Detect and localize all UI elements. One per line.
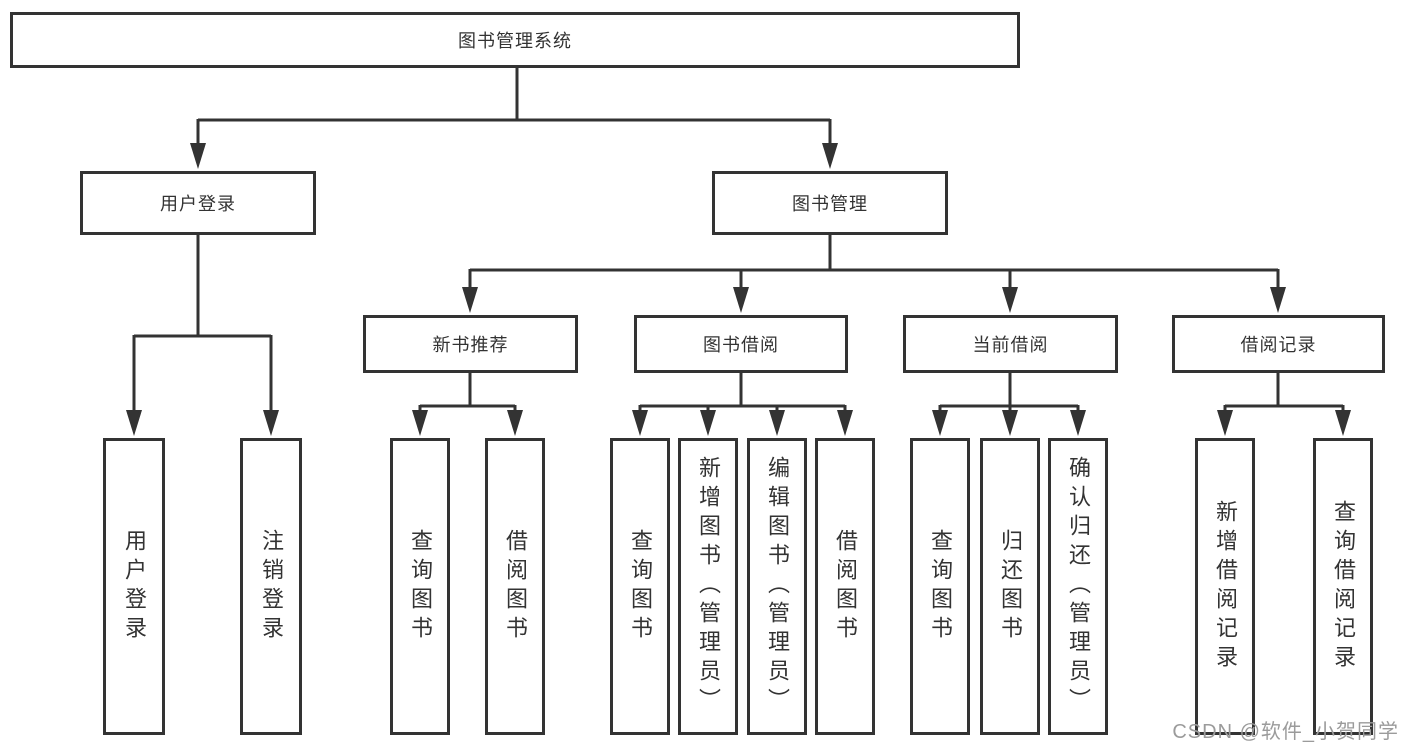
leaf-user-login-label: 用户登录 bbox=[122, 528, 147, 645]
leaf-borrow-books: 借阅图书 bbox=[815, 438, 875, 735]
leaf-edit-book-admin: 编辑图书（管理员） bbox=[747, 438, 807, 735]
node-user-login: 用户登录 bbox=[80, 171, 316, 235]
arrowhead-icons bbox=[126, 143, 1351, 436]
node-borrowing-records-label: 借阅记录 bbox=[1240, 335, 1317, 355]
leaf-borrow-books-recommend-label: 借阅图书 bbox=[503, 528, 528, 645]
leaf-query-books-recommend-label: 查询图书 bbox=[408, 528, 433, 645]
leaf-add-borrow-record: 新增借阅记录 bbox=[1195, 438, 1255, 735]
leaf-add-borrow-record-label: 新增借阅记录 bbox=[1213, 499, 1238, 674]
leaf-query-books-borrow: 查询图书 bbox=[610, 438, 670, 735]
node-library-management-system: 图书管理系统 bbox=[10, 12, 1020, 68]
leaf-query-books-current: 查询图书 bbox=[910, 438, 970, 735]
leaf-logout-label: 注销登录 bbox=[259, 528, 284, 645]
node-borrowing-records: 借阅记录 bbox=[1172, 315, 1385, 373]
csdn-watermark: CSDN @软件_小贺同学 bbox=[1172, 721, 1399, 743]
leaf-return-book: 归还图书 bbox=[980, 438, 1040, 735]
leaf-confirm-return-admin-label: 确认归还（管理员） bbox=[1066, 456, 1091, 717]
node-book-borrowing-label: 图书借阅 bbox=[703, 335, 779, 355]
leaf-add-book-admin: 新增图书（管理员） bbox=[678, 438, 738, 735]
leaf-return-book-label: 归还图书 bbox=[998, 528, 1023, 645]
leaf-borrow-books-recommend: 借阅图书 bbox=[485, 438, 545, 735]
leaf-add-book-admin-label: 新增图书（管理员） bbox=[696, 456, 721, 717]
leaf-edit-book-admin-label: 编辑图书（管理员） bbox=[765, 456, 790, 717]
leaf-borrow-books-label: 借阅图书 bbox=[833, 528, 858, 645]
leaf-query-books-current-label: 查询图书 bbox=[928, 528, 953, 645]
leaf-query-books-borrow-label: 查询图书 bbox=[628, 528, 653, 645]
leaf-query-borrow-record-label: 查询借阅记录 bbox=[1331, 499, 1356, 674]
node-new-book-recommend: 新书推荐 bbox=[363, 315, 578, 373]
leaf-user-login: 用户登录 bbox=[103, 438, 165, 735]
node-current-borrowing: 当前借阅 bbox=[903, 315, 1118, 373]
node-book-management: 图书管理 bbox=[712, 171, 948, 235]
node-current-borrowing-label: 当前借阅 bbox=[972, 335, 1049, 355]
leaf-confirm-return-admin: 确认归还（管理员） bbox=[1048, 438, 1108, 735]
leaf-query-books-recommend: 查询图书 bbox=[390, 438, 450, 735]
node-book-management-label: 图书管理 bbox=[792, 194, 868, 214]
leaf-query-borrow-record: 查询借阅记录 bbox=[1313, 438, 1373, 735]
node-library-management-system-label: 图书管理系统 bbox=[458, 31, 572, 51]
node-book-borrowing: 图书借阅 bbox=[634, 315, 848, 373]
leaf-logout: 注销登录 bbox=[240, 438, 302, 735]
node-user-login-label: 用户登录 bbox=[160, 194, 236, 214]
node-new-book-recommend-label: 新书推荐 bbox=[432, 335, 509, 355]
